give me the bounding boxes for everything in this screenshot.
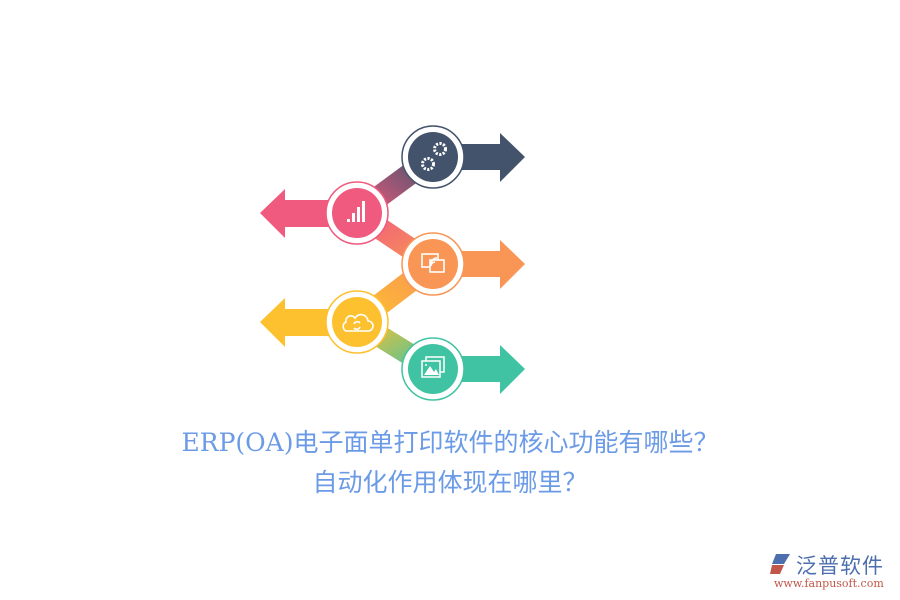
image-gallery-icon <box>421 356 445 378</box>
bar-chart-icon <box>347 201 365 222</box>
step-5-gallery <box>401 337 465 401</box>
step-4-cloud <box>325 290 389 354</box>
step-1-gears <box>401 125 465 189</box>
logo-url: www.fanpusoft.com <box>774 577 884 590</box>
logo-name: 泛普软件 <box>796 554 884 578</box>
gears-icon <box>421 142 447 171</box>
step-3-screen <box>401 232 465 296</box>
cloud-sync-icon <box>342 313 374 332</box>
brand-logo: 泛普软件 www.fanpusoft.com <box>768 552 893 592</box>
fanpu-logo-icon <box>770 554 790 574</box>
step-2-chart <box>325 181 389 245</box>
title-line-1: ERP(OA)电子面单打印软件的核心功能有哪些？ <box>181 428 719 457</box>
screen-cast-icon <box>421 253 445 273</box>
title-line-2: 自动化作用体现在哪里？ <box>312 468 588 497</box>
